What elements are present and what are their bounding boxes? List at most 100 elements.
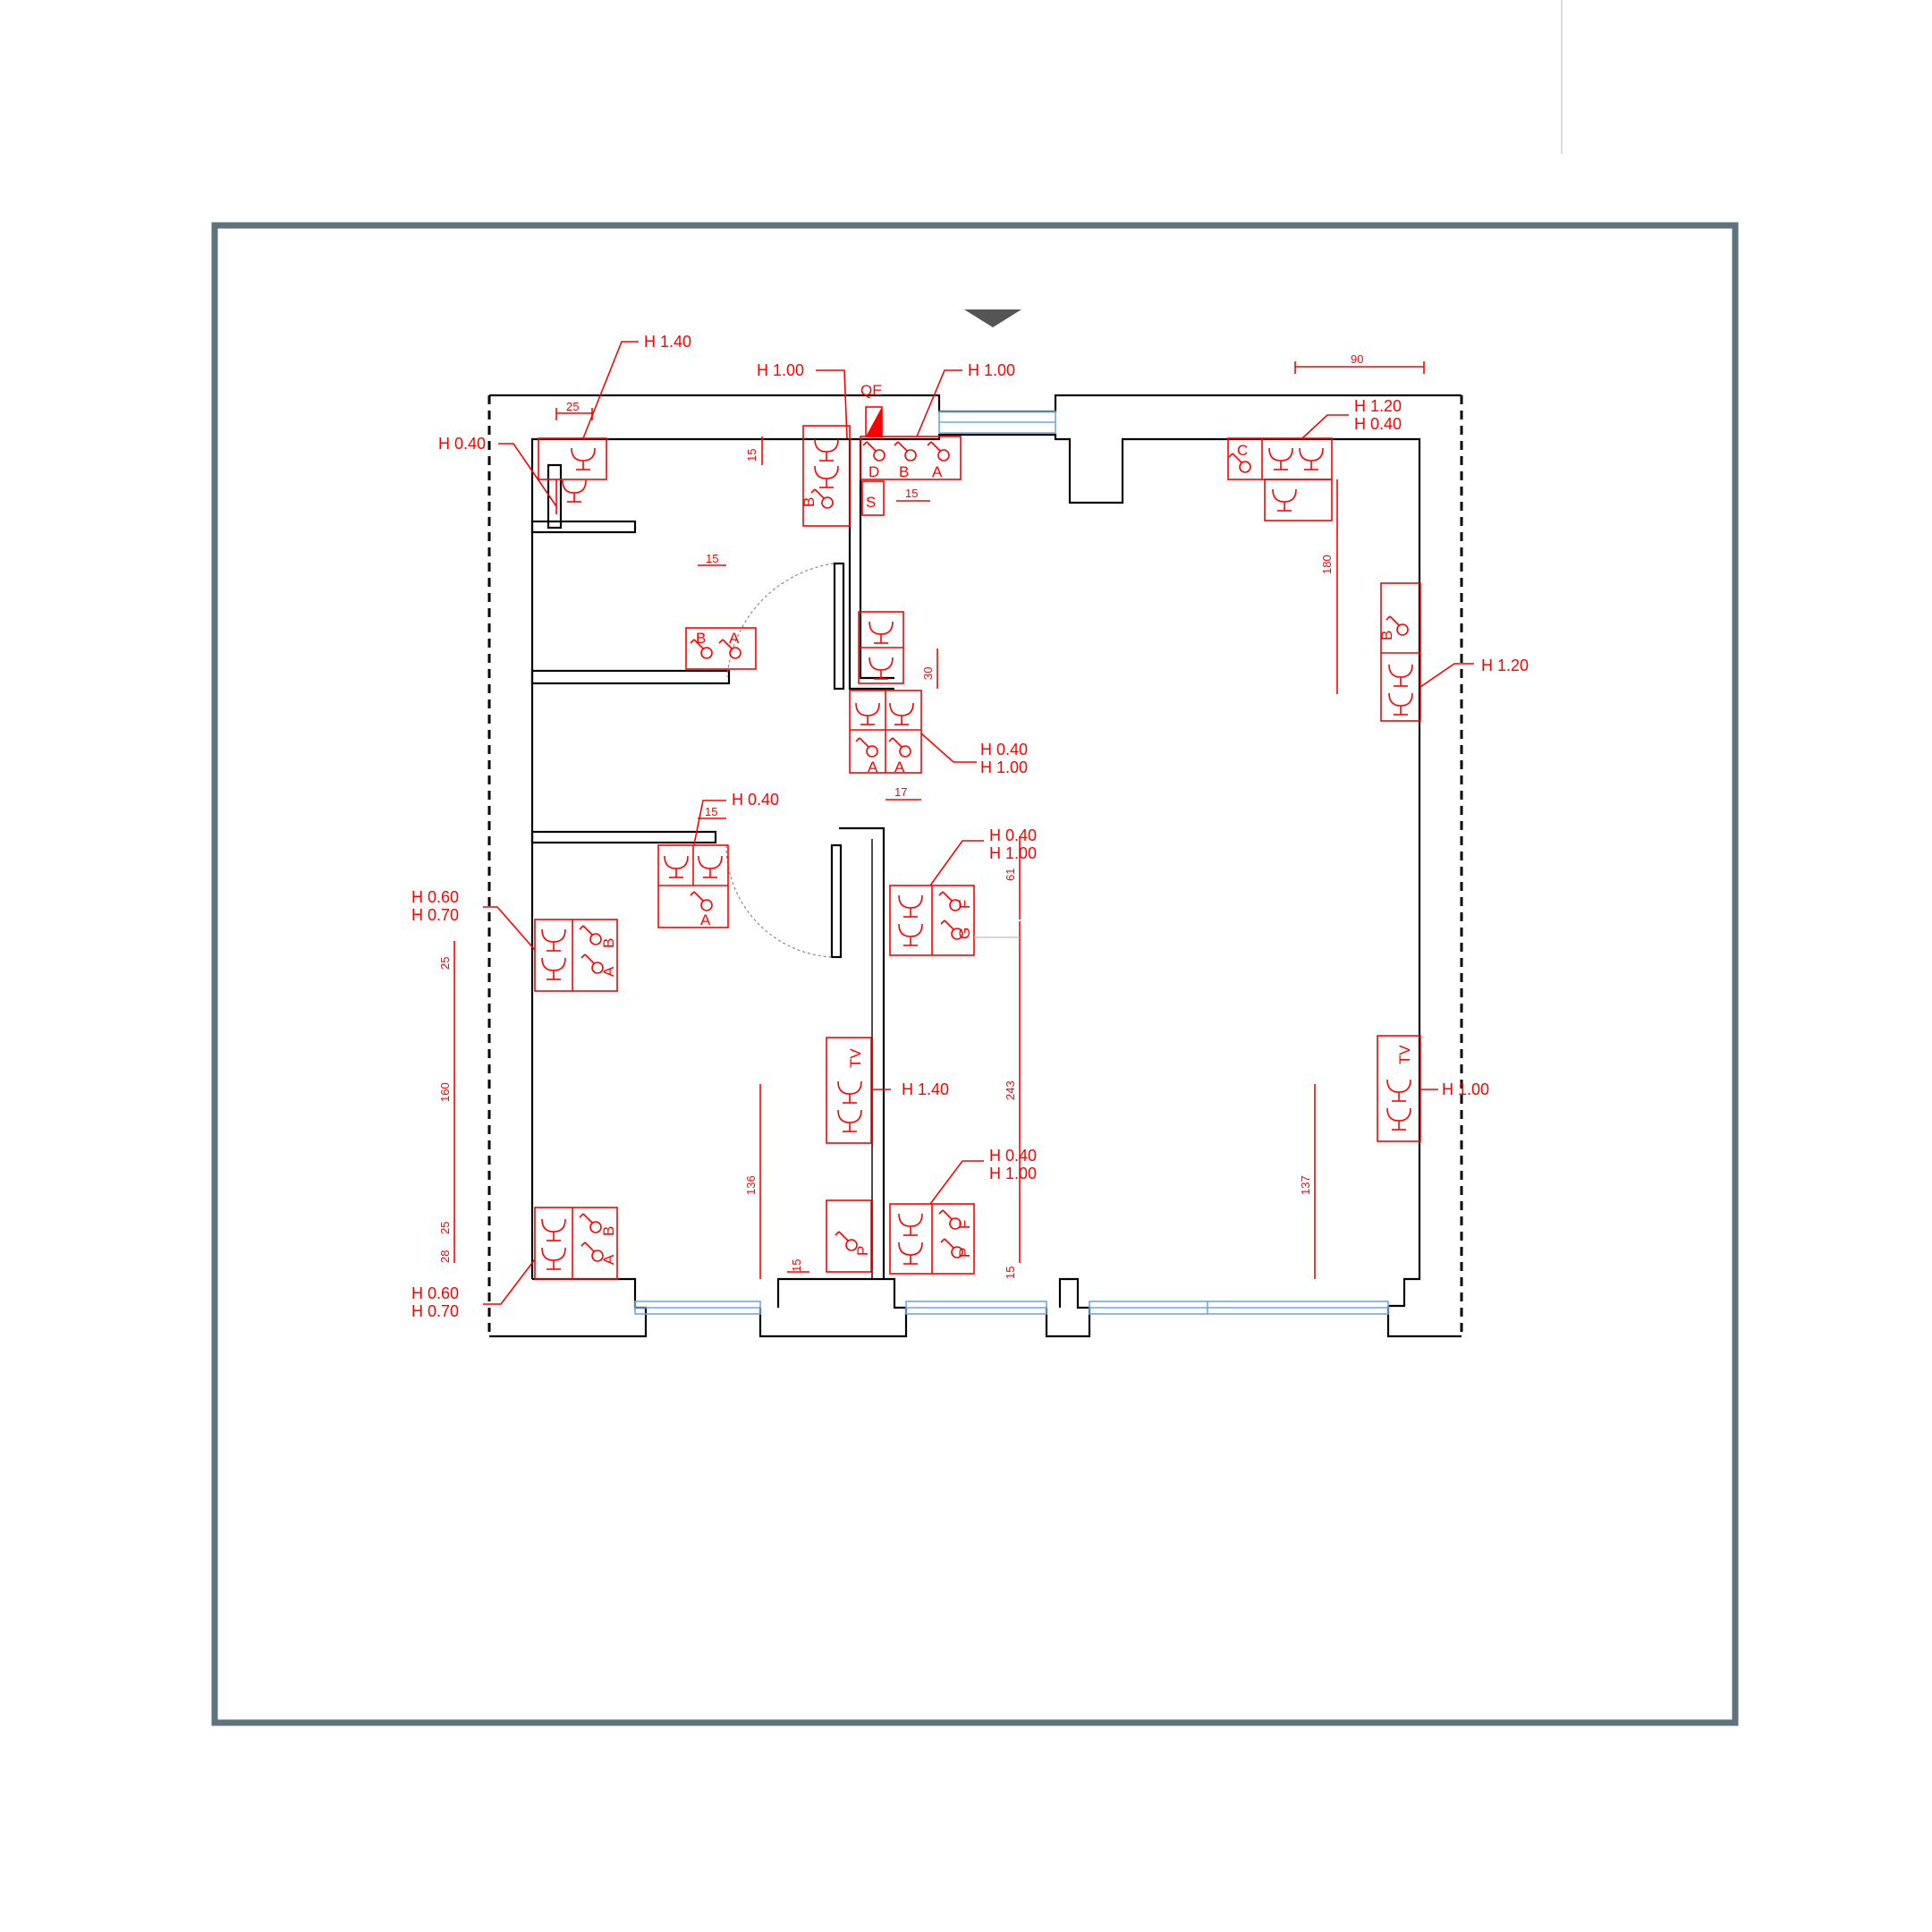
windows	[634, 411, 1389, 1315]
dimension-label: 61	[1004, 869, 1017, 881]
top-outer-wall	[489, 394, 1462, 413]
dimension-label: 180	[1320, 555, 1334, 574]
dimension-label: 243	[1004, 1080, 1017, 1100]
height-label: H 1.40	[902, 1080, 949, 1098]
height-label: H 1.40	[644, 333, 691, 351]
height-label: H 0.40	[989, 1147, 1037, 1165]
callout-leader-h120-top-right	[1301, 414, 1349, 439]
height-label: H 0.70	[411, 1302, 459, 1320]
height-label: H 1.00	[968, 361, 1015, 379]
dimension-label: 25	[566, 400, 579, 413]
switch-letter: B	[600, 1226, 617, 1236]
height-label: H 0.40	[1354, 415, 1402, 433]
height-label: H 1.20	[1481, 657, 1529, 674]
dimension-label: 15	[790, 1259, 803, 1272]
switch-letter: B	[1378, 631, 1395, 640]
callout-leader-h120-right	[1419, 663, 1474, 688]
height-label: H 1.00	[980, 758, 1028, 776]
bottom-pier	[1045, 1277, 1091, 1338]
door-swing-lower	[725, 844, 833, 958]
callout-leader-h040-top-left	[498, 443, 557, 507]
dimension-label: 28	[438, 1250, 452, 1263]
switch-letter: B	[696, 630, 706, 647]
switch-letter: A	[894, 758, 905, 775]
switch-letter: F	[956, 900, 973, 909]
drawing-frame	[211, 222, 1739, 1726]
dimension-label: 25	[438, 1222, 452, 1234]
callout-leader-h100-top-b	[916, 369, 962, 437]
s-box	[861, 480, 885, 516]
tv-outlet-box-right	[1377, 1035, 1421, 1142]
height-label: H 0.60	[411, 1284, 459, 1302]
height-label: H 0.40	[989, 826, 1037, 844]
orientation-arrow	[964, 309, 1021, 327]
dimension-label: 15	[745, 449, 758, 462]
outlet-box-bath	[802, 425, 851, 527]
dimension-label: 160	[438, 1082, 452, 1102]
callout-leader-h040-left-room	[693, 800, 726, 845]
switch-box-left-room	[685, 627, 757, 670]
dimension-label: 17	[894, 785, 907, 799]
height-label: H 0.70	[411, 906, 459, 924]
door-swing-upper	[726, 563, 835, 678]
dimension-label: 90	[1351, 352, 1363, 366]
dimension-label: 15	[706, 552, 718, 565]
tv-label: TV	[847, 1048, 864, 1068]
switch-letter: B	[600, 938, 617, 948]
electrical-layout: H 1.40 H 0.40 25 15 B H 1.00 QE D B A	[411, 333, 1529, 1320]
switch-letter: A	[700, 911, 711, 928]
switch-letter: B	[899, 463, 909, 480]
switch-letter: D	[869, 463, 879, 480]
s-label: S	[866, 494, 876, 511]
dimension-label: 137	[1299, 1175, 1312, 1195]
switch-letter: B	[801, 497, 818, 507]
callout-leader-h040-bottom	[929, 1160, 984, 1205]
callout-leader-h040-hall	[929, 840, 984, 886]
outlet-box-right-wall	[1380, 582, 1421, 722]
partition-bath-inner	[859, 439, 894, 680]
switch-letter: P	[956, 1248, 973, 1258]
switch-box-p	[826, 1199, 872, 1273]
switch-letter: F	[956, 1220, 973, 1229]
outlet-switch-box-left-lower	[534, 1207, 618, 1280]
dimension-label: 15	[1004, 1267, 1017, 1279]
height-label: H 1.00	[989, 1165, 1037, 1182]
switch-letter: A	[932, 463, 943, 480]
walls	[487, 394, 1463, 1338]
switch-letter: A	[600, 1254, 617, 1265]
callout-leader-h140-top	[582, 341, 639, 439]
wall-stub-left	[547, 463, 563, 530]
height-label: H 1.00	[757, 361, 804, 379]
height-label: H 0.40	[980, 741, 1028, 758]
dimension-label: 30	[921, 667, 935, 680]
tv-outlet-box-left	[826, 1037, 872, 1144]
partition-top-left	[530, 520, 637, 534]
outlet-box-top-right-lower	[1264, 479, 1333, 521]
switch-box-top	[860, 436, 962, 480]
partition-middle-left	[530, 669, 731, 685]
switch-letter: G	[956, 928, 973, 939]
qe-label: QE	[860, 382, 883, 399]
outlet-box-top-left	[538, 437, 607, 480]
qe-panel-icon	[866, 407, 882, 436]
height-label: H 0.60	[411, 888, 459, 906]
dimension-label: 15	[905, 487, 918, 500]
switch-letter: C	[1237, 442, 1248, 459]
height-label: H 1.20	[1354, 397, 1402, 415]
callout-leader-h040-mid	[920, 733, 977, 763]
callout-leader-h060-left-b	[483, 1258, 536, 1305]
partition-lower-left	[530, 830, 717, 844]
door-leaf-upper	[833, 562, 845, 691]
switch-letter: A	[868, 758, 878, 775]
dimension-label: 25	[438, 957, 452, 970]
height-label: H 1.00	[989, 844, 1037, 862]
switch-letter: P	[854, 1246, 871, 1256]
dimension-label: 136	[744, 1175, 758, 1195]
height-label: H 0.40	[438, 435, 486, 453]
outlet-switch-box-left-upper	[534, 919, 618, 992]
switch-letter: A	[729, 630, 740, 647]
bottom-wall-mid	[758, 1277, 908, 1338]
bottom-wall-right	[1386, 1306, 1462, 1338]
height-label: H 0.40	[732, 791, 779, 809]
